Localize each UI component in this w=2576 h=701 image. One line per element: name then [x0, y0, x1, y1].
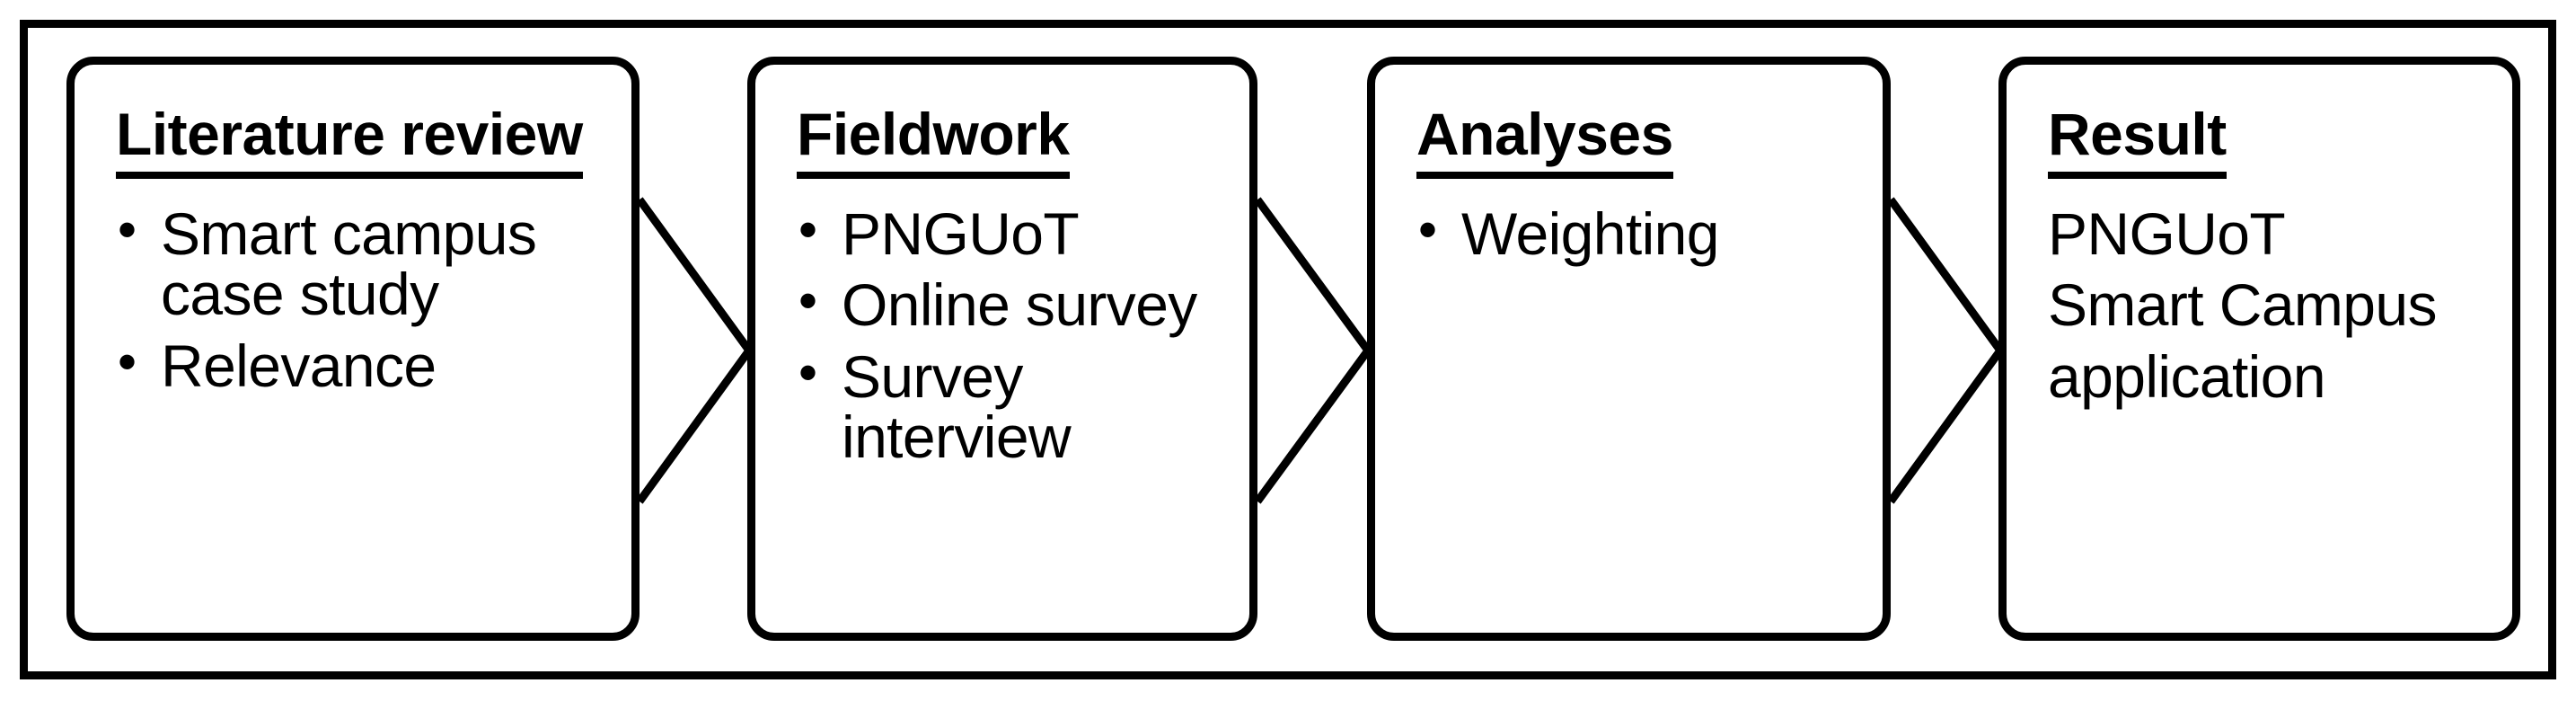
list-item: Smart campus case study: [116, 202, 615, 325]
stage-title-fieldwork: Fieldwork: [797, 104, 1070, 179]
stage-body-result: PNGUoT Smart Campus application: [2048, 200, 2496, 410]
stage-box-result[interactable]: Result PNGUoT Smart Campus application: [1998, 57, 2520, 641]
list-item: application: [2048, 342, 2326, 410]
stage-item-list-analyses: Weighting: [1416, 202, 1866, 264]
stage-body-fieldwork: PNGUoT Online survey Survey interview: [797, 202, 1233, 468]
stage-item-list-result: PNGUoT Smart Campus application: [2048, 200, 2496, 410]
stage-box-analyses[interactable]: Analyses Weighting: [1367, 57, 1891, 641]
stage-content-result: Result PNGUoT Smart Campus application: [2048, 104, 2496, 418]
stage-title-result: Result: [2048, 104, 2227, 179]
stage-item-list-literature-review: Smart campus case study Relevance: [116, 202, 615, 396]
stage-body-analyses: Weighting: [1416, 202, 1866, 264]
list-item: Weighting: [1416, 202, 1866, 264]
stage-content-fieldwork: Fieldwork PNGUoT Online survey Survey in…: [797, 104, 1233, 478]
stage-content-literature-review: Literature review Smart campus case stud…: [116, 104, 615, 407]
list-item: PNGUoT: [2048, 200, 2286, 267]
list-item: Relevance: [116, 334, 615, 396]
stage-box-fieldwork[interactable]: Fieldwork PNGUoT Online survey Survey in…: [747, 57, 1257, 641]
stage-body-literature-review: Smart campus case study Relevance: [116, 202, 615, 396]
stage-content-analyses: Analyses Weighting: [1416, 104, 1866, 275]
list-item: PNGUoT: [797, 202, 1233, 264]
stage-item-list-fieldwork: PNGUoT Online survey Survey interview: [797, 202, 1233, 468]
list-item: Smart Campus: [2048, 271, 2438, 339]
stage-box-literature-review[interactable]: Literature review Smart campus case stud…: [66, 57, 640, 641]
list-item: Survey interview: [797, 345, 1233, 468]
list-item: Online survey: [797, 273, 1233, 335]
stage-title-analyses: Analyses: [1416, 104, 1673, 179]
stage-title-literature-review: Literature review: [116, 104, 583, 179]
